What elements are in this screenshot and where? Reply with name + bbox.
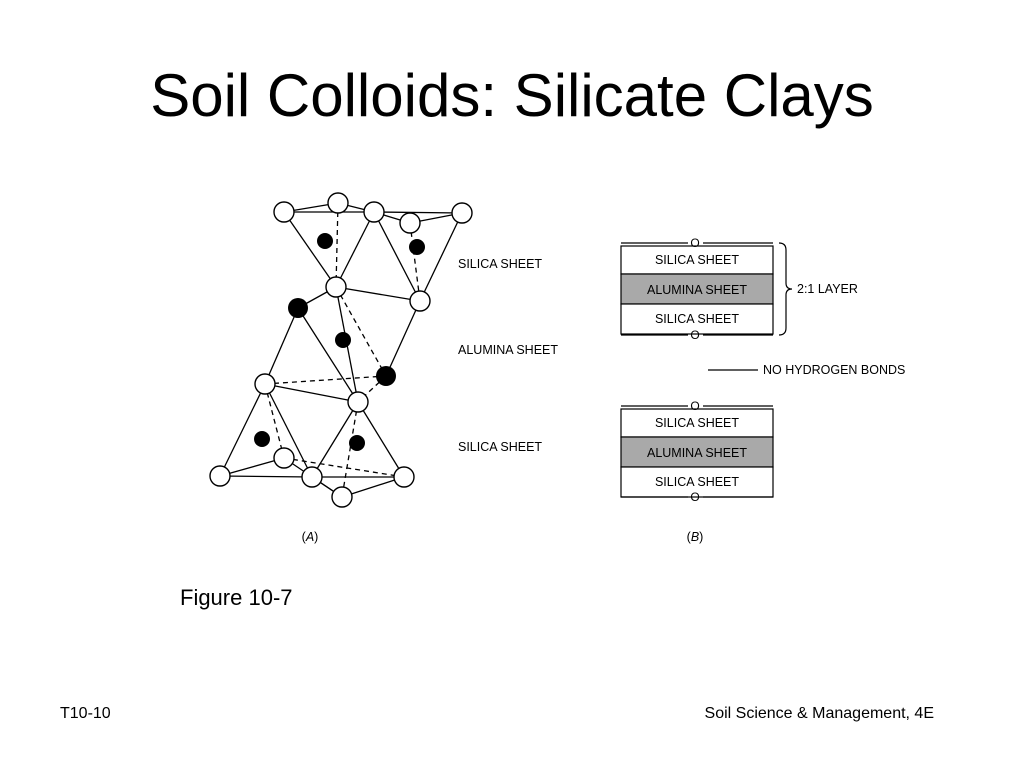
- lower-oxygen-top: O: [690, 399, 699, 413]
- lower-silica-top-label: SILICA SHEET: [655, 416, 739, 430]
- panel-a-label-bottom-silica: SILICA SHEET: [458, 440, 542, 454]
- panel-a-label-alumina: ALUMINA SHEET: [458, 343, 558, 357]
- lower-alumina-label: ALUMINA SHEET: [647, 446, 747, 460]
- panel-b-caption: (B): [687, 530, 704, 544]
- panel-b-lower-layer: O O SILICA SHEET ALUMINA SHEET SILICA SH…: [620, 399, 774, 504]
- slide-title: Soil Colloids: Silicate Clays: [150, 62, 874, 129]
- figure-caption: Figure 10-7: [180, 585, 293, 610]
- bracket-label: 2:1 LAYER: [797, 282, 858, 296]
- panel-b-upper-layer: O O SILICA SHEET ALUMINA SHEET SILICA SH…: [620, 236, 774, 342]
- lower-oxygen-bottom: O: [690, 490, 699, 504]
- lower-alumina-box: [620, 436, 774, 468]
- upper-alumina-box: [620, 273, 774, 305]
- upper-alumina-label: ALUMINA SHEET: [647, 283, 747, 297]
- upper-silica-bottom-label: SILICA SHEET: [655, 312, 739, 326]
- panel-a-label-top-silica: SILICA SHEET: [458, 257, 542, 271]
- layer-bracket: [778, 242, 793, 336]
- upper-silica-bottom-box: [620, 303, 774, 335]
- upper-oxygen-bottom: O: [690, 328, 699, 342]
- upper-silica-top-box: [620, 245, 774, 275]
- panel-a-caption: (A): [302, 530, 319, 544]
- lower-silica-bottom-label: SILICA SHEET: [655, 475, 739, 489]
- upper-oxygen-top: O: [690, 236, 699, 250]
- lower-silica-bottom-box: [620, 466, 774, 498]
- panel-a-structure: [209, 192, 473, 508]
- upper-silica-top-label: SILICA SHEET: [655, 253, 739, 267]
- footer-slide-number: T10-10: [60, 705, 111, 722]
- solid-bonds: [219, 202, 463, 498]
- footer-book-title: Soil Science & Management, 4E: [704, 705, 934, 722]
- cation-atoms: [254, 233, 425, 451]
- oxygen-atoms: [209, 192, 473, 508]
- gap-label: NO HYDROGEN BONDS: [763, 363, 905, 377]
